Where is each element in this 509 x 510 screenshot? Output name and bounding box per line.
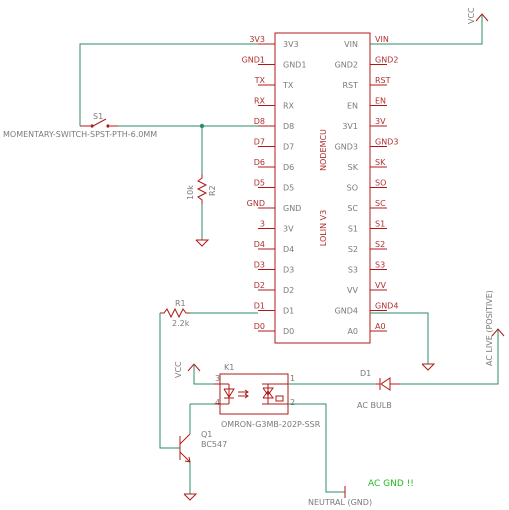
mcu-left-net-label: D3 — [254, 261, 265, 270]
mcu-right-pin-name: GND4 — [335, 307, 358, 316]
mcu-left-net-label: TX — [254, 76, 266, 85]
mcu-right-pin-name: GND3 — [335, 143, 358, 152]
mcu-left-net-label: D4 — [254, 240, 265, 249]
mcu-left-pin-name: RX — [283, 102, 295, 111]
mcu-left-net-label: 3 — [260, 220, 265, 229]
mcu-right-net-label: VV — [375, 281, 386, 290]
mcu-right-net-label: SK — [375, 158, 386, 167]
mcu-left-net-label: D8 — [254, 117, 265, 126]
mcu-right-pin-name: GND2 — [335, 61, 358, 70]
mcu-right-pins: VINVINGND2GND2RSTRSTENEN3V13VGND3GND3SKS… — [335, 35, 399, 336]
transistor-q1: Q1 BC547 — [179, 404, 227, 501]
mcu-right-net-label: GND4 — [375, 302, 398, 311]
relay-value: OMRON-G3MB-202P-SSR — [221, 420, 321, 429]
mcu-left-net-label: 3V3 — [249, 35, 265, 44]
mcu-right-pin-name: S1 — [348, 225, 358, 234]
relay-pin-4: 4 — [215, 398, 220, 407]
ground-r2 — [195, 239, 210, 247]
relay-ref: K1 — [224, 363, 234, 372]
r1-value: 2.2k — [172, 319, 190, 328]
mcu-left-net-label: D6 — [254, 158, 265, 167]
mcu-right-net-label: SC — [375, 199, 386, 208]
mcu-right-net-label: SO — [375, 179, 386, 188]
mcu-left-pin-name: D6 — [283, 163, 294, 172]
mcu-left-pin-name: 3V3 — [283, 40, 299, 49]
wire-relay-neutral: AC GND !! NEUTRAL (GND) — [288, 403, 414, 507]
resistor-r2: 10k R2 — [186, 174, 217, 240]
mcu-left-pin-name: D0 — [283, 327, 294, 336]
mcu-left-pin-name: GND1 — [283, 61, 306, 70]
switch-ref: S1 — [93, 112, 103, 121]
r1-ref: R1 — [175, 299, 186, 308]
bulb-d1: D1 AC BULB AC LIVE (POSITIVE) — [357, 290, 505, 410]
mcu-part-value: LOLIN V3 — [319, 210, 328, 246]
mcu-right-pin-name: S3 — [348, 266, 358, 275]
mcu-left-pin-name: D4 — [283, 245, 294, 254]
mcu-part-name: NODEMCU — [319, 129, 328, 171]
mcu-left-pin-name: D5 — [283, 184, 294, 193]
mcu-left-net-label: D2 — [254, 281, 265, 290]
mcu-left-pin-name: GND — [283, 204, 301, 213]
q1-value: BC547 — [201, 440, 227, 449]
mcu-right-pin-name: SO — [347, 184, 358, 193]
vcc-top-label: VCC — [467, 7, 476, 24]
mcu-right-pin-name: VV — [347, 286, 358, 295]
mcu-right-net-label: S2 — [375, 240, 385, 249]
mcu-left-pin-name: TX — [282, 81, 294, 90]
mcu-right-pin-name: S2 — [348, 245, 358, 254]
mcu-right-net-label: S1 — [375, 220, 385, 229]
mcu-right-pin-name: A0 — [347, 327, 358, 336]
wire-gnd4-ground — [370, 312, 436, 371]
mcu-left-pin-name: D1 — [283, 307, 294, 316]
r2-value: 10k — [186, 185, 195, 200]
mcu-right-net-label: EN — [375, 97, 386, 106]
mcu-left-pin-name: D3 — [283, 266, 294, 275]
relay-pin-3: 3 — [215, 374, 220, 383]
mcu-right-net-label: 3V — [375, 117, 386, 126]
relay-pin-1: 1 — [290, 374, 295, 383]
mcu-right-pin-name: EN — [347, 102, 358, 111]
mcu-right-pin-name: 3V1 — [342, 122, 358, 131]
mcu-right-net-label: GND2 — [375, 56, 398, 65]
resistor-r1: R1 2.2k — [159, 299, 258, 449]
mcu-right-pin-name: RST — [342, 81, 358, 90]
mcu-left-net-label: GND1 — [242, 56, 265, 65]
mcu-right-net-label: VIN — [375, 35, 389, 44]
mcu-right-pin-name: VIN — [344, 40, 358, 49]
relay-pin-2: 2 — [290, 398, 295, 407]
wire-3v3-switch — [79, 43, 258, 126]
switch-value: MOMENTARY-SWITCH-SPST-PTH-6.0MM — [3, 130, 157, 139]
mcu-left-net-label: GND — [247, 199, 265, 208]
switch-s1: S1 MOMENTARY-SWITCH-SPST-PTH-6.0MM — [3, 112, 157, 139]
mcu-left-net-label: D0 — [254, 322, 265, 331]
ac-live-label: AC LIVE (POSITIVE) — [485, 290, 494, 366]
mcu-left-net-label: D1 — [254, 302, 265, 311]
mcu-left-pin-name: D7 — [283, 143, 294, 152]
mcu-right-net-label: GND3 — [375, 138, 398, 147]
ac-gnd-label: AC GND !! — [368, 479, 414, 489]
neutral-label: NEUTRAL (GND) — [308, 498, 372, 507]
vcc-left-label: VCC — [174, 361, 183, 378]
bulb-ref: D1 — [360, 369, 371, 378]
mcu-right-pin-name: SK — [348, 163, 359, 172]
r2-ref: R2 — [208, 185, 217, 196]
mcu-right-net-label: S3 — [375, 261, 385, 270]
mcu-left-net-label: D5 — [254, 179, 265, 188]
relay-k1: K1 3 4 1 2 OMRON-G3MB-202P-SSR — [214, 363, 321, 429]
wire-switch-d8 — [118, 123, 258, 174]
vcc-top-net: VCC — [370, 7, 489, 45]
mcu-right-pin-name: SC — [347, 204, 358, 213]
mcu-left-net-label: RX — [254, 97, 266, 106]
mcu-right-net-label: A0 — [375, 322, 386, 331]
vcc-left-net: VCC — [174, 361, 214, 385]
mcu-right-net-label: RST — [375, 76, 391, 85]
mcu-left-net-label: D7 — [254, 138, 265, 147]
mcu-left-pin-name: D2 — [283, 286, 294, 295]
bulb-value: AC BULB — [357, 401, 392, 410]
q1-ref: Q1 — [201, 430, 212, 439]
mcu-left-pins: 3V33V3GND1GND1TXTXRXRXD8D8D7D7D6D6D5D5GN… — [242, 35, 307, 336]
mcu-left-pin-name: D8 — [283, 122, 294, 131]
mcu-left-pin-name: 3V — [283, 225, 294, 234]
